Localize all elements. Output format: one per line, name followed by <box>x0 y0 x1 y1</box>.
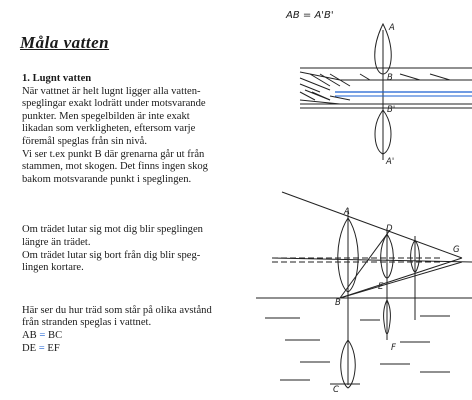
label-e: E <box>378 282 384 292</box>
sight-line <box>339 257 463 299</box>
text-line: likadan som verkligheten, eftersom varje <box>22 123 196 135</box>
label-d: D <box>386 224 393 234</box>
top-figure <box>299 22 472 160</box>
shore-bank <box>299 67 472 109</box>
text-column: 1. Lugnt vatten När vattnet är helt lugn… <box>22 73 262 355</box>
text-line: Vi ser t.ex punkt B där grenarna går ut … <box>22 148 205 160</box>
paragraph-leaning-tree: Om trädet lutar sig mot dig blir speglin… <box>22 224 262 274</box>
text-line: speglingar exakt lodrätt under motsvaran… <box>22 98 206 110</box>
label-a: A <box>388 23 395 33</box>
text-line: stammen, mot skogen. Det finns ingen sko… <box>22 161 208 173</box>
bottom-figure <box>256 191 472 389</box>
text-line: Om trädet lutar sig bort från dig blir s… <box>22 249 201 261</box>
text-line: Här ser du hur träd som står på olika av… <box>22 304 212 316</box>
section-heading: 1. Lugnt vatten <box>22 73 92 84</box>
text-line: lingen kortare. <box>22 262 84 274</box>
label-a-prime: A' <box>385 157 394 167</box>
label-c: C <box>333 385 339 395</box>
label-b: B <box>387 73 393 83</box>
reflected-crown <box>374 109 392 155</box>
label-b-prime: B' <box>387 105 395 115</box>
equation-de-ef: DE = EF <box>22 342 60 354</box>
label-a: A <box>343 207 350 217</box>
figure-top-equation: AB = A'B' <box>286 10 334 21</box>
far-shore-strip <box>271 257 472 263</box>
label-b: B <box>335 298 341 308</box>
text-line: föremål speglas från sin nivå. <box>22 135 148 147</box>
shore-hatching <box>299 73 451 101</box>
equation-ab-bc: AB = BC <box>22 329 63 341</box>
tree-a-reflection <box>340 339 356 389</box>
text-line: När vattnet är helt lugnt ligger alla va… <box>22 85 201 97</box>
text-line: från stranden speglas i vattnet. <box>22 317 152 329</box>
far-shore <box>272 257 440 263</box>
label-g: G <box>453 245 460 255</box>
sight-line <box>339 261 463 299</box>
water-ripples <box>265 315 450 385</box>
paragraph-calm-water: När vattnet är helt lugnt ligger alla va… <box>22 86 262 187</box>
text-line: längre än trädet. <box>22 236 91 248</box>
tree-d-reflection <box>383 298 391 335</box>
sight-line <box>281 191 463 259</box>
page-title: Måla vatten <box>20 33 110 52</box>
paragraph-distance: Här ser du hur träd som står på olika av… <box>22 305 262 330</box>
text-line: punkter. Men spegelbilden är inte exakt <box>22 110 190 122</box>
text-line: Om trädet lutar sig mot dig blir speglin… <box>22 224 203 236</box>
text-line: bakom motsvarande punkt i speglingen. <box>22 173 192 185</box>
label-f: F <box>391 343 396 353</box>
